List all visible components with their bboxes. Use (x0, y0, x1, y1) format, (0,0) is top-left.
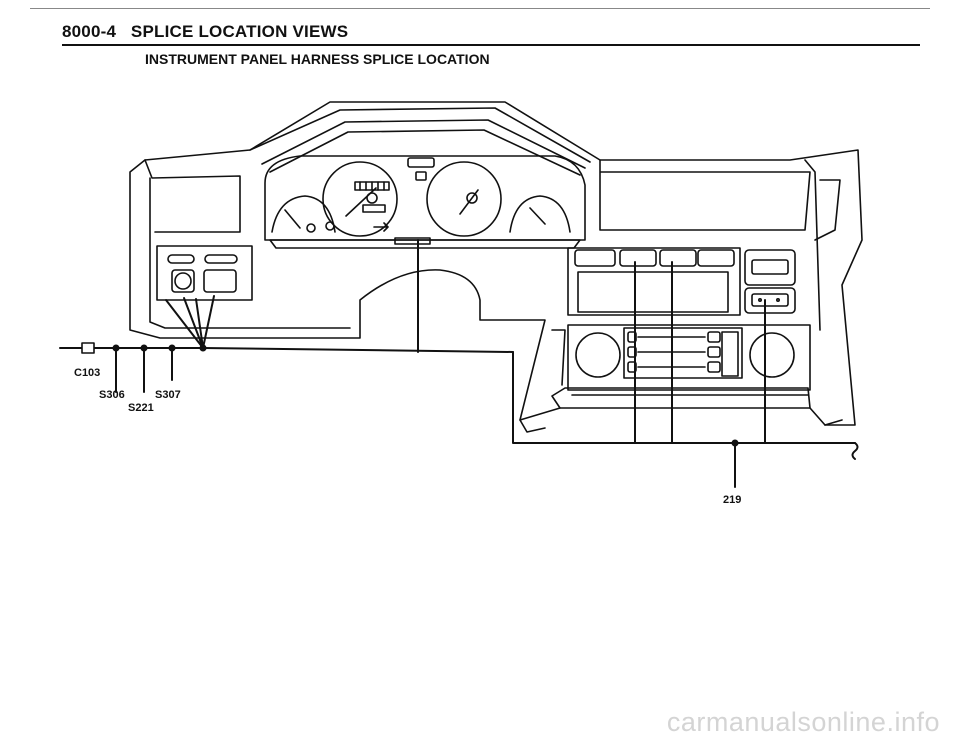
watermark: carmanualsonline.info (666, 707, 940, 737)
top-border-rule (30, 8, 930, 9)
connector-c103 (81, 342, 95, 354)
splice-point-junction (199, 344, 207, 352)
label-s307: S307 (155, 389, 181, 401)
header-divider (62, 44, 920, 46)
splice-point-219 (731, 439, 739, 447)
page-code: 8000-4 (62, 22, 117, 41)
splice-point-s221 (140, 344, 148, 352)
label-219: 219 (723, 494, 742, 506)
section-title: SPLICE LOCATION VIEWS (130, 22, 349, 41)
label-s306: S306 (99, 389, 125, 401)
center-console (567, 247, 811, 391)
splice-point-s307 (168, 344, 176, 352)
splice-points (112, 344, 739, 447)
label-c103: C103 (74, 367, 101, 379)
instrument-cluster (264, 155, 586, 249)
left-switch-panel (156, 245, 253, 301)
diagram-subtitle: INSTRUMENT PANEL HARNESS SPLICE LOCATION (145, 51, 490, 67)
label-s221: S221 (128, 402, 154, 414)
harness-wiring (59, 239, 859, 488)
dashboard-outline (129, 101, 863, 433)
page-header: 8000-4 SPLICE LOCATION VIEWS (62, 22, 348, 42)
splice-point-s306 (112, 344, 120, 352)
